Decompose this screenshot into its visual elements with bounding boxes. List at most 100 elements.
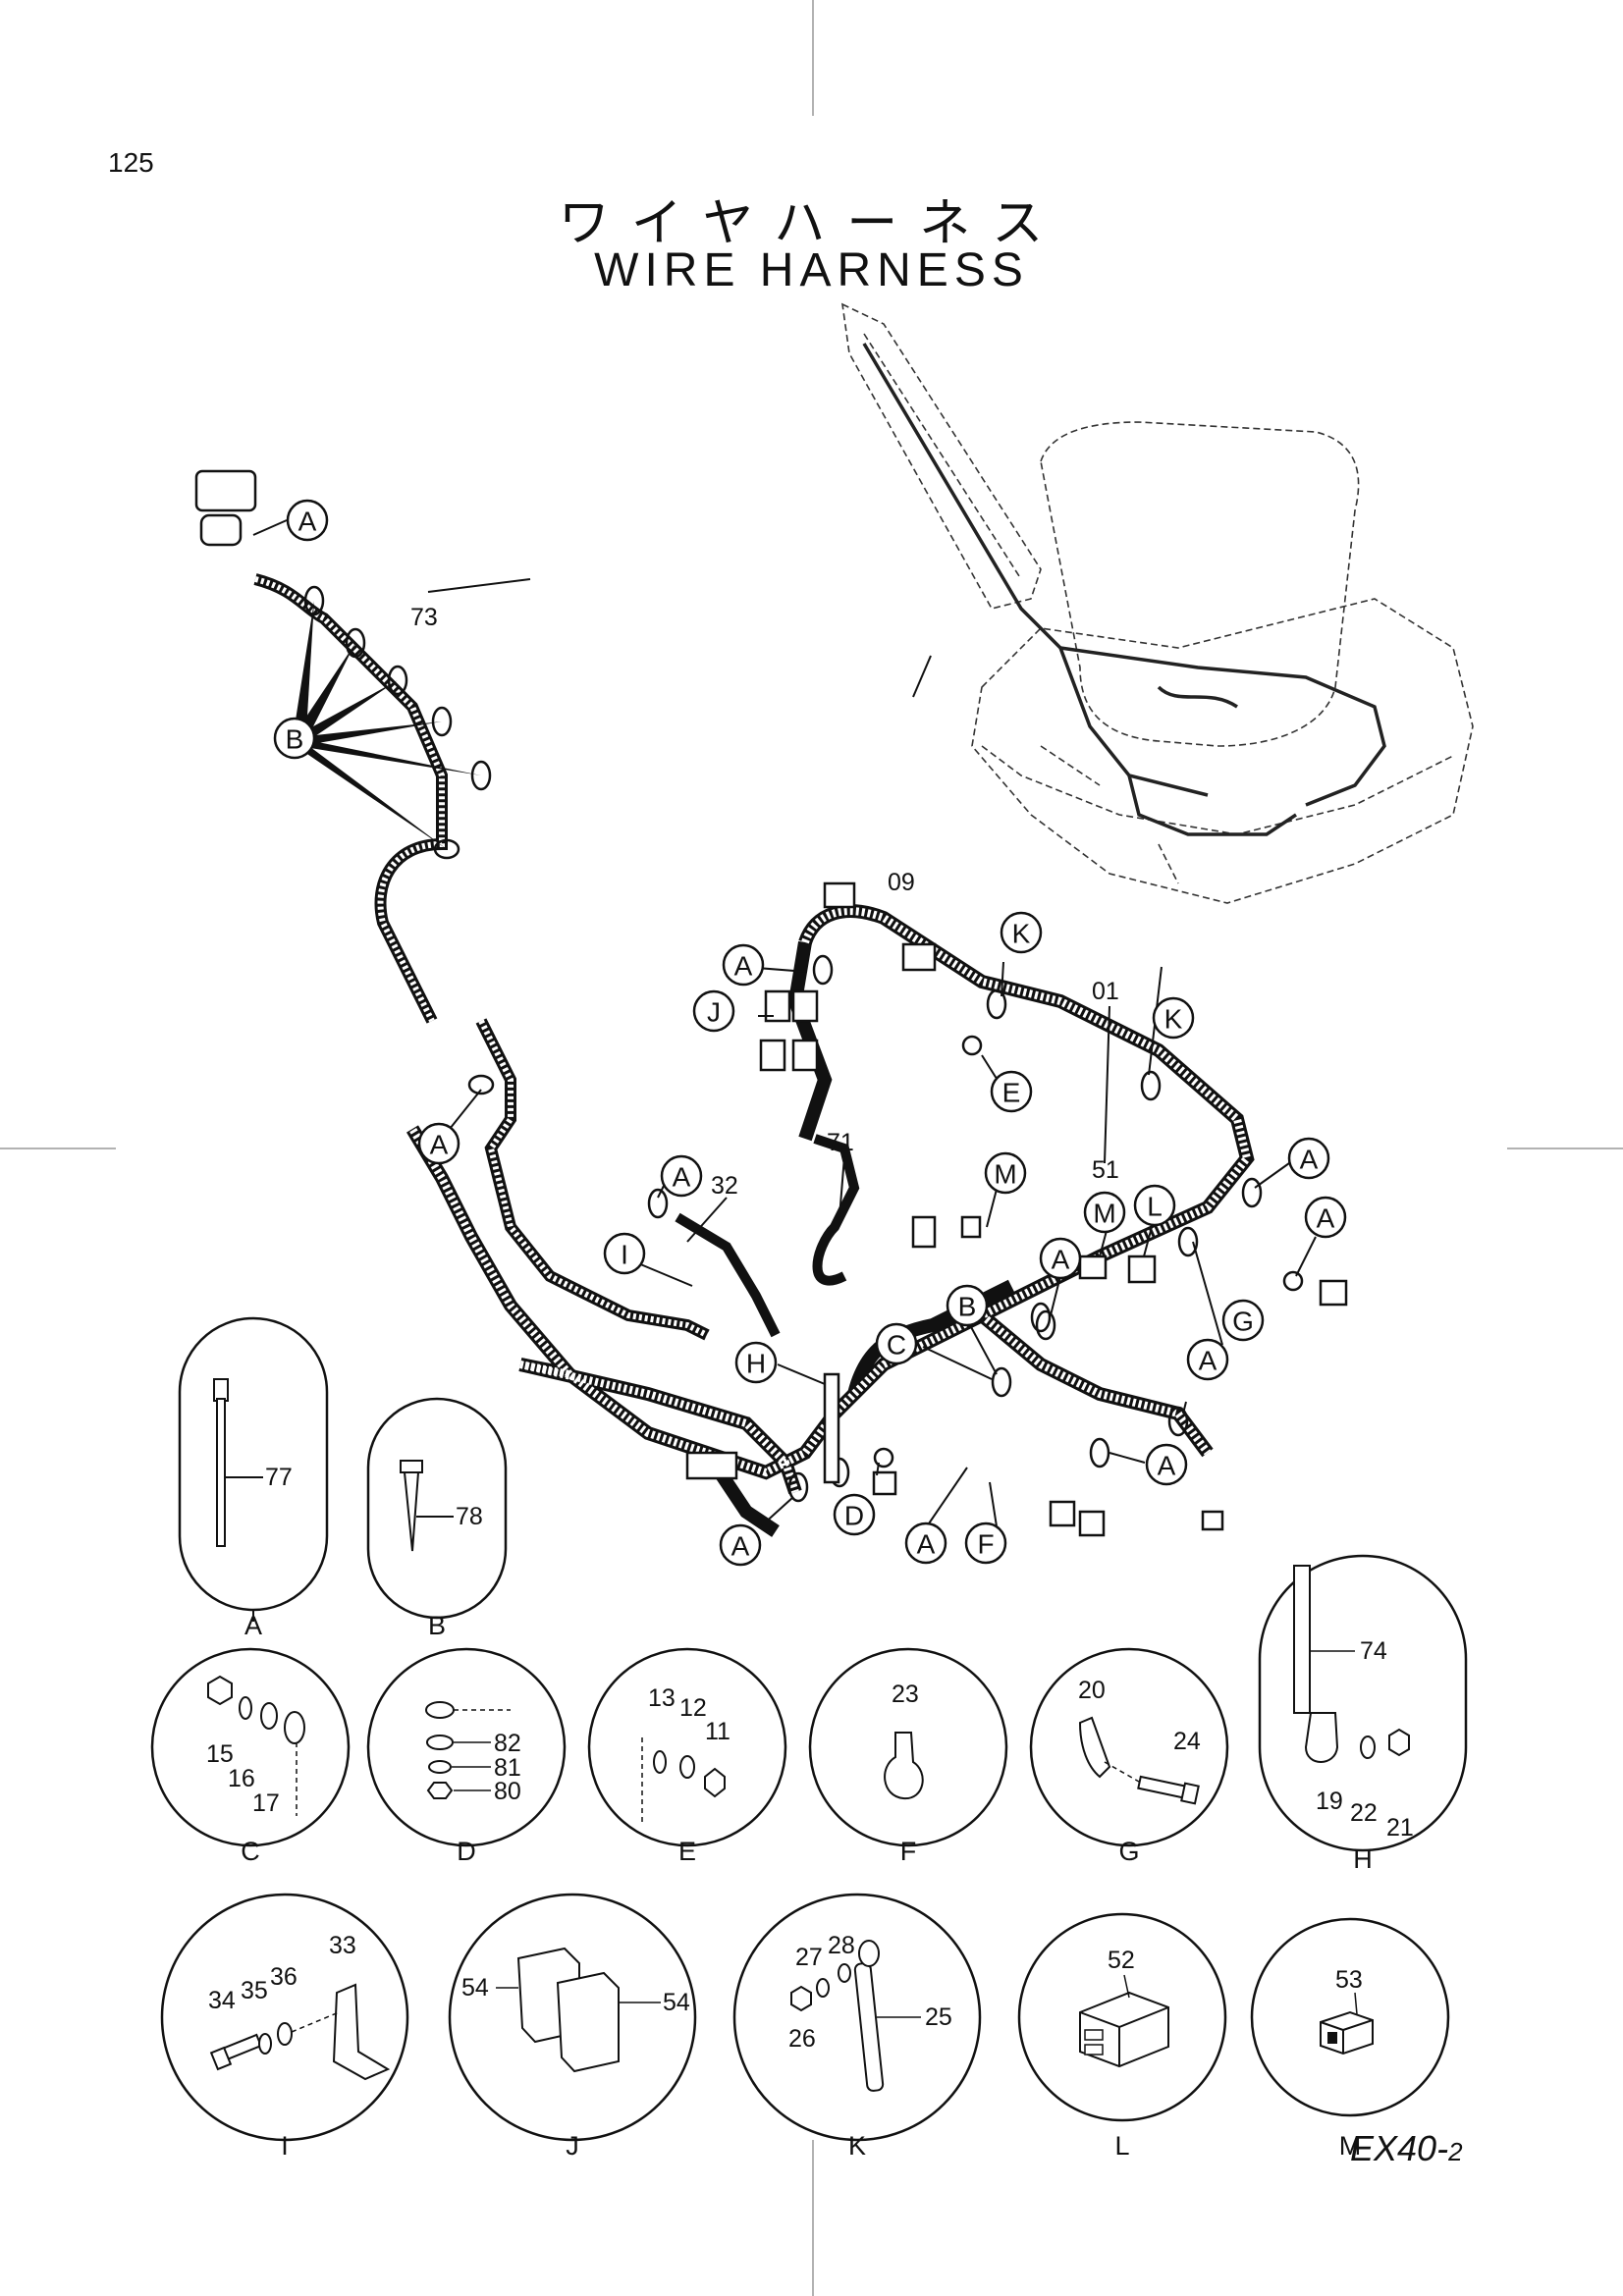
detail-f: 23 F — [808, 1647, 1008, 1866]
detail-l: 52 L — [1017, 1912, 1227, 2161]
part-label-71: 71 — [827, 1129, 854, 1156]
part-15: 15 — [206, 1740, 234, 1768]
detail-letter-a: A — [244, 1611, 262, 1640]
callout-a: A — [660, 1154, 703, 1198]
detail-letter-g: G — [1118, 1837, 1139, 1866]
callout-m: M — [1083, 1191, 1126, 1234]
svg-text:D: D — [844, 1501, 864, 1531]
part-33: 33 — [329, 1932, 356, 1959]
detail-a: 77 A — [178, 1316, 329, 1640]
part-16: 16 — [228, 1765, 255, 1792]
part-label-01: 01 — [1092, 978, 1119, 1005]
detail-e: 13 12 11 E — [587, 1647, 787, 1866]
detail-letter-e: E — [678, 1837, 696, 1866]
drawing-code-main: EX40- — [1350, 2128, 1449, 2168]
part-label-09: 09 — [888, 869, 915, 896]
callout-a: A — [1287, 1137, 1330, 1180]
detail-m: 53 M — [1250, 1917, 1450, 2161]
callout-c: C — [875, 1322, 918, 1365]
svg-text:A: A — [734, 951, 753, 982]
svg-text:A: A — [1199, 1346, 1217, 1376]
machine-outline — [841, 302, 1474, 904]
svg-text:A: A — [917, 1529, 936, 1560]
part-20: 20 — [1078, 1677, 1106, 1704]
callout-a: A — [1039, 1237, 1082, 1280]
svg-text:B: B — [286, 724, 304, 755]
callout-a: A — [286, 499, 329, 542]
callout-a: A — [722, 943, 765, 987]
svg-text:A: A — [731, 1531, 750, 1562]
detail-b: 78 B — [366, 1397, 508, 1640]
b-wedge-leaders — [295, 601, 481, 849]
detail-letter-l: L — [1114, 2131, 1129, 2161]
part-24: 24 — [1173, 1728, 1201, 1755]
part-21: 21 — [1386, 1814, 1414, 1842]
detail-letter-c: C — [241, 1837, 260, 1866]
svg-text:F: F — [977, 1529, 994, 1560]
drawing-code: EX40-2 — [1350, 2128, 1463, 2169]
part-27: 27 — [795, 1944, 823, 1971]
part-77: 77 — [265, 1464, 293, 1491]
detail-letter-d: D — [457, 1837, 476, 1866]
detail-c: 15 16 17 C — [150, 1647, 351, 1866]
machine-harness-route — [862, 343, 1386, 836]
callout-f: F — [964, 1522, 1007, 1565]
connectors — [194, 469, 1348, 1537]
svg-text:M: M — [1093, 1199, 1115, 1229]
callout-l: L — [1133, 1184, 1176, 1227]
part-54: 54 — [461, 1974, 489, 2002]
detail-letter-i: I — [281, 2131, 289, 2161]
svg-text:B: B — [958, 1292, 977, 1322]
bracket-h — [823, 1372, 840, 1484]
svg-text:L: L — [1147, 1192, 1163, 1222]
harness-clamps — [303, 585, 1304, 1503]
svg-text:A: A — [673, 1162, 691, 1193]
part-52: 52 — [1108, 1947, 1135, 1974]
part-25: 25 — [925, 2003, 952, 2031]
callout-a: A — [904, 1522, 947, 1565]
part-28: 28 — [828, 1932, 855, 1959]
part-26: 26 — [788, 2025, 816, 2053]
detail-letter-b: B — [428, 1611, 446, 1640]
svg-text:C: C — [887, 1330, 906, 1361]
part-17: 17 — [252, 1789, 280, 1817]
part-80: 80 — [494, 1778, 521, 1805]
part-13: 13 — [648, 1684, 676, 1712]
detail-i: 33 34 35 36 I — [160, 1893, 409, 2161]
svg-text:M: M — [994, 1159, 1016, 1190]
svg-text:K: K — [1164, 1004, 1183, 1035]
detail-h: 74 19 22 21 H — [1258, 1554, 1468, 1874]
main-harness — [253, 573, 1255, 1537]
part-22: 22 — [1350, 1799, 1378, 1827]
callout-h: H — [734, 1341, 778, 1384]
part-label-51: 51 — [1092, 1156, 1119, 1184]
detail-letter-h: H — [1353, 1844, 1373, 1874]
callout-m: M — [984, 1151, 1027, 1195]
svg-text:A: A — [430, 1130, 449, 1160]
callout-e: E — [990, 1070, 1033, 1113]
svg-text:G: G — [1232, 1307, 1254, 1337]
callout-k: K — [1152, 996, 1195, 1040]
part-36: 36 — [270, 1963, 298, 1991]
svg-text:I: I — [621, 1240, 628, 1270]
detail-letter-f: F — [900, 1837, 917, 1866]
svg-text:A: A — [1052, 1245, 1070, 1275]
leader-lines — [252, 519, 1317, 1527]
part-54: 54 — [663, 1989, 690, 2016]
part-81: 81 — [494, 1754, 521, 1782]
part-82: 82 — [494, 1730, 521, 1757]
callout-b: B — [273, 717, 316, 760]
title-english: WIRE HARNESS — [594, 244, 1029, 296]
callout-a: A — [1145, 1443, 1188, 1486]
detail-j: 54 54 J — [448, 1893, 697, 2161]
callout-a: A — [719, 1523, 762, 1567]
svg-text:A: A — [1158, 1451, 1176, 1481]
svg-text:A: A — [1317, 1203, 1335, 1234]
callout-b: B — [946, 1284, 989, 1327]
detail-letter-m: M — [1339, 2131, 1362, 2161]
callout-k: K — [1000, 911, 1043, 954]
part-19: 19 — [1316, 1788, 1343, 1815]
callout-d: D — [833, 1493, 876, 1536]
